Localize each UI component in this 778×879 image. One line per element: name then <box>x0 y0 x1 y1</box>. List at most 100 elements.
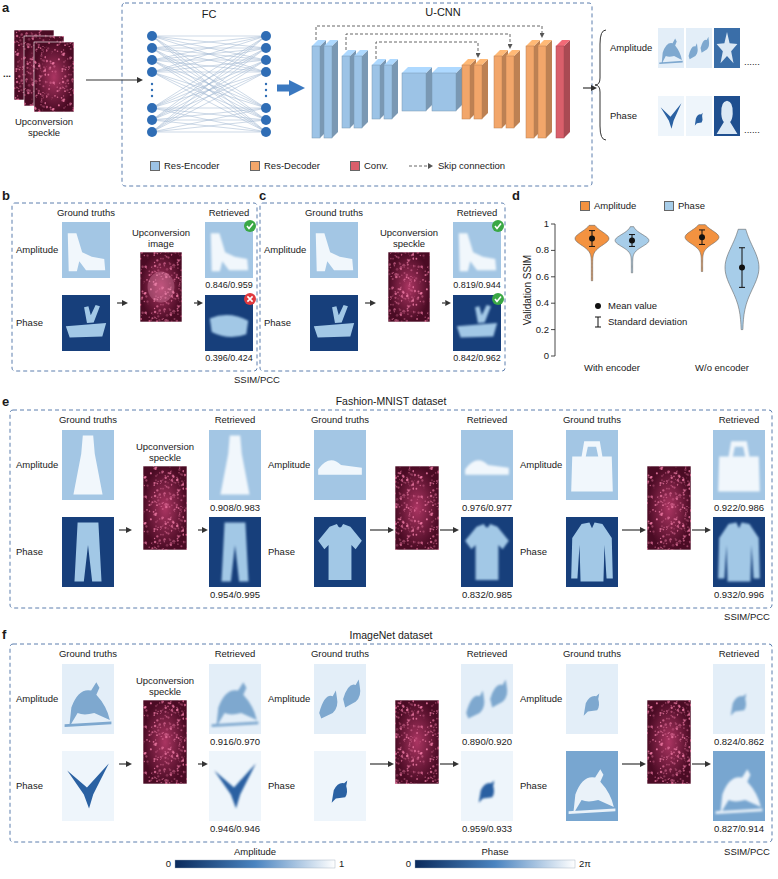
image-tile <box>62 430 114 500</box>
mean-dot <box>589 236 595 242</box>
speckle-pattern <box>34 42 74 112</box>
check-mark <box>247 224 253 229</box>
sample-dash <box>409 166 428 167</box>
block-top <box>494 50 508 56</box>
node-text: Amplitude <box>16 244 58 255</box>
figure-shape <box>569 769 616 814</box>
figure-shape <box>332 780 348 802</box>
figure-shape <box>214 764 256 809</box>
tile-figure <box>716 769 763 814</box>
image-tile <box>714 28 740 68</box>
panel-letter: d <box>512 188 520 204</box>
image-tile <box>209 517 261 587</box>
violin <box>685 225 719 272</box>
fc-weight <box>152 132 266 133</box>
node-heading: Retrieved <box>215 414 256 425</box>
figure-shape <box>74 523 101 582</box>
node-text: Phase <box>16 546 43 557</box>
speckle-grains <box>388 252 430 322</box>
node-text: 0.832/0.985 <box>462 589 512 600</box>
image-tile <box>314 430 366 500</box>
tile-ground <box>461 430 513 500</box>
figure-shape <box>731 693 747 715</box>
speckle-ground <box>143 466 187 550</box>
sample-head <box>428 163 433 169</box>
figure-node: Upconversion speckle <box>133 674 197 784</box>
tile-figure <box>318 524 362 580</box>
tile-figure <box>316 233 353 271</box>
panel-frame <box>12 203 257 371</box>
annotation-label: 1 <box>544 218 549 229</box>
speckle-grains <box>143 700 187 784</box>
legend-swatch <box>350 161 360 171</box>
fc-weight <box>152 36 266 37</box>
node-heading: Ground truths <box>59 414 117 425</box>
flow-arrow <box>583 87 591 88</box>
fc-weight <box>152 72 266 132</box>
tile-figure <box>214 764 256 809</box>
figure-shape <box>319 679 360 718</box>
y-axis <box>555 224 556 356</box>
legend-sample <box>592 300 604 312</box>
image-tile <box>713 664 765 734</box>
image-tile <box>566 751 618 821</box>
annotation-label: SSIM/PCC <box>234 374 280 385</box>
image-tile <box>205 222 253 278</box>
fc-weight <box>152 36 266 120</box>
speckle-grains <box>395 700 439 784</box>
image-tile <box>314 517 366 587</box>
block-front <box>324 46 332 138</box>
flow-arrow <box>198 763 202 764</box>
flow-arrow <box>692 529 705 530</box>
figure-shape <box>211 233 248 271</box>
node-text: 0.819/0.944 <box>453 280 501 291</box>
figure-shape <box>584 693 600 715</box>
block-top <box>526 40 540 46</box>
fc-ellipsis-dot <box>265 89 267 91</box>
block-side <box>564 40 570 138</box>
panel-letter: b <box>2 188 10 204</box>
tile-ground <box>713 430 765 500</box>
tile-ground <box>209 664 261 734</box>
figure-shape <box>68 233 105 271</box>
node-text: Amplitude <box>16 693 58 704</box>
tile-ground <box>461 751 513 821</box>
node-text: 0.846/0.959 <box>205 280 253 291</box>
fc-weight <box>152 48 266 132</box>
block-side <box>546 40 552 138</box>
cnn-block <box>354 50 368 128</box>
flow-arrow <box>86 79 137 80</box>
block-side <box>456 67 462 111</box>
tile-figure <box>465 524 509 580</box>
image-tile <box>713 430 765 500</box>
image-group: Ground truthsAmplitudePhase <box>267 413 370 587</box>
block-side <box>362 50 368 128</box>
node-text: 0.959/0.933 <box>462 823 512 834</box>
check-mark <box>495 297 501 302</box>
check-icon <box>492 293 504 305</box>
node-text: Amplitude <box>264 244 306 255</box>
std-cap <box>589 246 595 247</box>
annotation-label: 0 <box>544 350 549 361</box>
image-tile <box>713 517 765 587</box>
figure-shape <box>457 305 497 337</box>
tile-ground <box>209 517 261 587</box>
figure-shape <box>718 441 760 491</box>
image-tile <box>686 96 712 136</box>
axis-tick <box>551 224 555 225</box>
block-top <box>538 40 552 46</box>
node-heading: Upconversion speckle <box>378 227 440 250</box>
fc-weight <box>152 36 266 72</box>
fc-weight <box>152 120 266 132</box>
speckle-hint <box>148 272 175 303</box>
panel-letter: c <box>259 188 266 204</box>
block-top <box>372 59 386 65</box>
figure-node: Upconversion image <box>129 226 193 322</box>
node-text: 0.954/0.995 <box>210 589 260 600</box>
legend-item: Phase <box>664 200 705 211</box>
tile-figure <box>695 113 703 126</box>
violin <box>575 225 609 280</box>
flow-arrow <box>194 302 197 303</box>
flow-arrow <box>119 529 126 530</box>
